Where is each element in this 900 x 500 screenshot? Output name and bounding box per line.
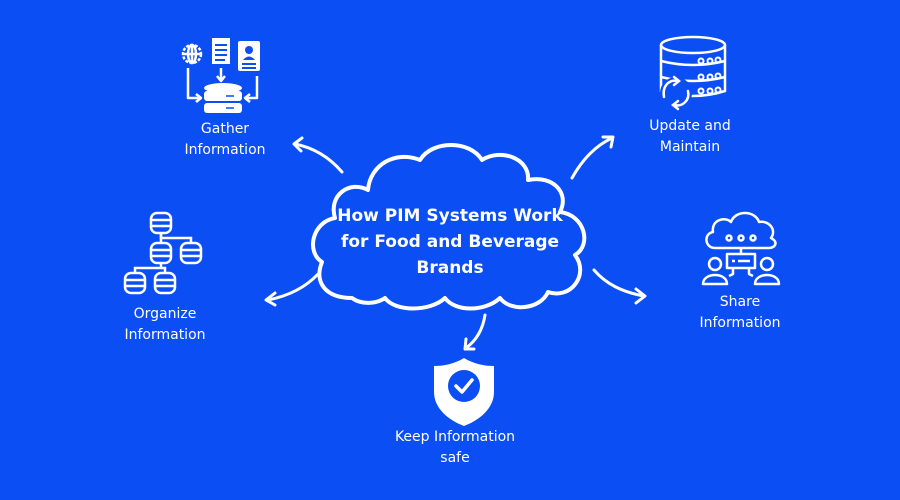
safe-line-1: Keep Information [394,429,516,445]
gather-line-1: Gather [200,121,250,137]
arrow-to-share-icon [592,268,647,305]
node-gather-label: Gather Information [160,119,290,161]
update-line-2: Maintain [659,139,721,155]
node-share-label: Share Information [675,292,805,334]
share-line-2: Information [699,315,781,331]
title-line-3: Brands [416,258,484,278]
node-safe-label: Keep Information safe [375,427,535,469]
diagram-title: How PIM Systems Work for Food and Bevera… [330,203,570,281]
data-collection-icon [181,38,260,113]
cloud-outline-icon [311,143,587,311]
title-line-1: How PIM Systems Work [337,206,563,226]
database-hierarchy-icon [123,211,203,295]
db-node [149,211,173,235]
node-update-label: Update and Maintain [620,116,760,158]
title-line-2: for Food and Beverage [340,232,560,252]
arrow-to-gather-icon [292,136,344,174]
arrow-to-safe-icon [463,313,487,351]
node-organize-label: Organize Information [100,304,230,346]
cloud-network-users-icon [701,211,781,286]
shield-check-icon [434,358,494,426]
database-sync-icon [659,35,727,111]
organize-line-2: Information [124,327,206,343]
update-line-1: Update and [649,118,731,134]
arrow-to-update-icon [570,135,615,180]
organize-line-1: Organize [133,306,197,322]
arrows [264,135,647,351]
arrow-to-organize-icon [264,272,320,307]
share-line-1: Share [719,294,761,310]
safe-line-2: safe [440,450,470,466]
gather-line-2: Information [184,142,266,158]
